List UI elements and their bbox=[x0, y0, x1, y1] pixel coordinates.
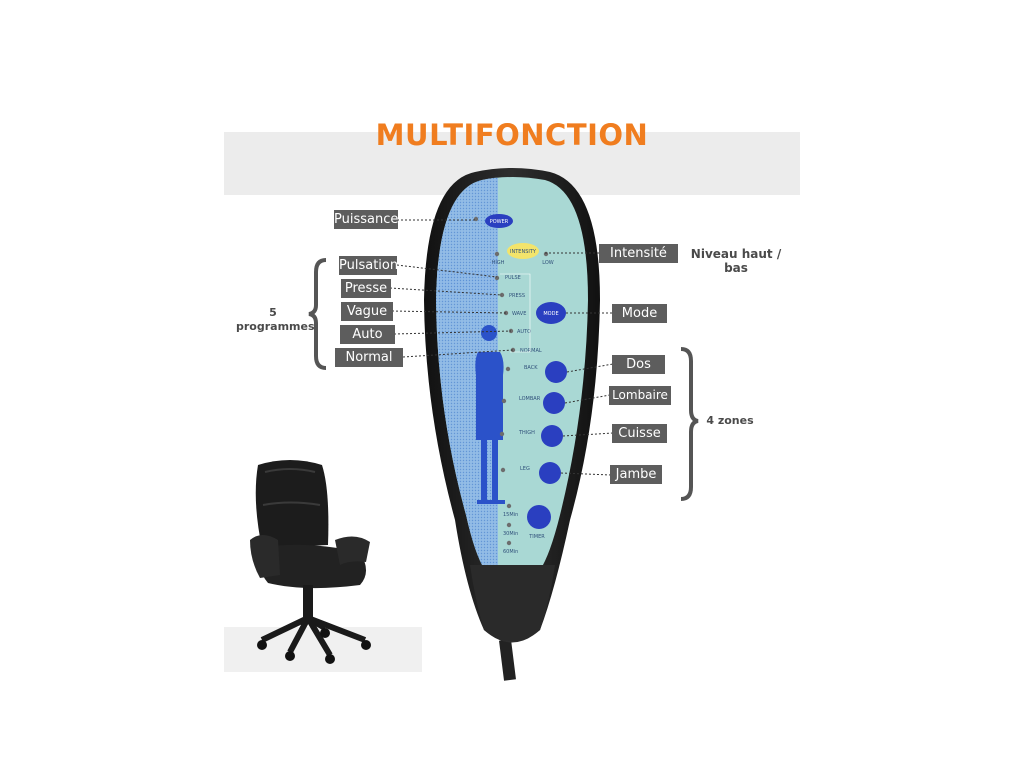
back-text: BACK bbox=[524, 365, 538, 371]
low-text: LOW bbox=[542, 260, 554, 266]
zones-caption: 4 zones bbox=[706, 414, 754, 427]
label-normal: Normal bbox=[335, 348, 403, 367]
thigh-text: THIGH bbox=[518, 430, 535, 436]
t15-text: 15Min bbox=[503, 512, 518, 518]
label-lombaire: Lombaire bbox=[609, 386, 671, 405]
auto-text: AUTO bbox=[517, 329, 531, 335]
label-dos: Dos bbox=[612, 355, 665, 374]
programmes-caption: 5 programmes bbox=[236, 306, 315, 334]
mode-button-text: MODE bbox=[543, 311, 558, 317]
zones-brace bbox=[680, 347, 699, 501]
mode-bracket bbox=[500, 273, 531, 353]
lombar-text: LOMBAR bbox=[519, 396, 541, 402]
label-intensite: Intensité bbox=[599, 244, 678, 263]
back-button bbox=[545, 361, 567, 383]
office-chair-image bbox=[224, 460, 422, 672]
t60-text: 60Min bbox=[503, 549, 518, 555]
power-button bbox=[485, 214, 513, 228]
lombar-button bbox=[543, 392, 565, 414]
pulse-text: PULSE bbox=[505, 275, 521, 281]
label-presse: Presse bbox=[341, 279, 391, 298]
mode-button bbox=[536, 302, 566, 324]
programmes-label: programmes bbox=[236, 320, 315, 333]
normal-text: NORMAL bbox=[520, 348, 542, 354]
intensity-button-text: INTENSITY bbox=[510, 249, 537, 255]
label-mode: Mode bbox=[612, 304, 667, 323]
wave-text: WAVE bbox=[512, 311, 526, 317]
label-niveau: Niveau haut / bas bbox=[690, 247, 782, 275]
programmes-brace bbox=[308, 258, 327, 370]
label-pulsation: Pulsation bbox=[339, 256, 399, 275]
label-cuisse: Cuisse bbox=[612, 424, 667, 443]
power-button-text: POWER bbox=[490, 219, 509, 225]
label-puissance: Puissance bbox=[334, 210, 399, 229]
t30-text: 30Min bbox=[503, 531, 518, 537]
programmes-count: 5 bbox=[269, 306, 277, 319]
timer-text: TIMER bbox=[528, 534, 545, 540]
thigh-button bbox=[541, 425, 563, 447]
label-auto: Auto bbox=[340, 325, 395, 344]
timer-button bbox=[527, 505, 551, 529]
indicator-lights bbox=[473, 216, 549, 546]
intensity-button bbox=[507, 243, 539, 259]
leg-text: LEG bbox=[520, 466, 530, 472]
label-jambe: Jambe bbox=[610, 465, 662, 484]
high-text: HIGH bbox=[492, 260, 505, 266]
body-silhouette bbox=[475, 325, 504, 500]
remote-base bbox=[470, 565, 555, 641]
page-title: MULTIFONCTION bbox=[375, 118, 649, 152]
leg-button bbox=[539, 462, 561, 484]
label-vague: Vague bbox=[341, 302, 393, 321]
remote-cable bbox=[499, 639, 516, 681]
leader-lines bbox=[389, 219, 614, 476]
press-text: PRESS bbox=[509, 293, 525, 299]
